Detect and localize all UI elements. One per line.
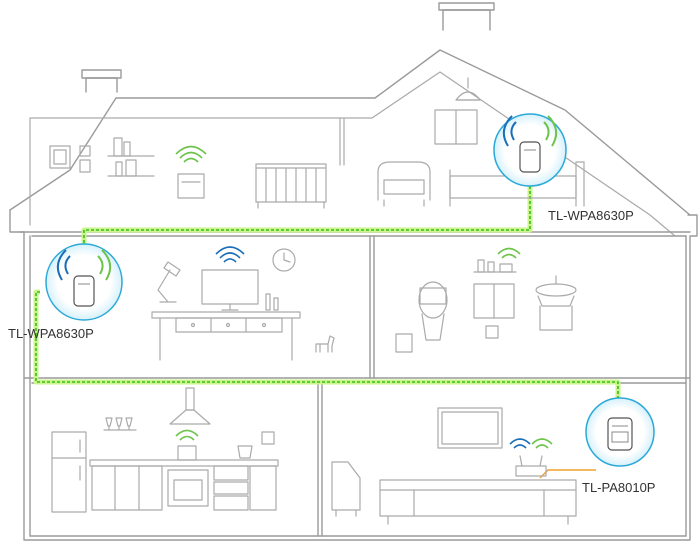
attic-room	[49, 77, 585, 209]
powerline-adapter-icon	[73, 275, 95, 307]
device-label-study: TL-WPA8630P	[8, 326, 94, 341]
bathroom	[395, 247, 577, 353]
living-room	[331, 407, 577, 525]
device-label-living: TL-PA8010P	[582, 480, 656, 495]
wifi-green-icon	[543, 115, 558, 147]
device-label-attic: TL-WPA8630P	[548, 208, 634, 223]
device-bubble-living	[585, 397, 655, 467]
wifi-blue-icon	[502, 115, 517, 147]
wifi-blue-icon	[56, 249, 71, 281]
kitchen	[51, 387, 279, 513]
device-bubble-attic	[493, 113, 567, 187]
powerline-adapter-icon	[519, 141, 541, 173]
powerline-cable	[33, 186, 621, 404]
ethernet-cable	[539, 469, 596, 479]
wifi-green-icon	[97, 249, 112, 281]
device-bubble-study	[45, 243, 123, 321]
study-room	[151, 246, 335, 361]
